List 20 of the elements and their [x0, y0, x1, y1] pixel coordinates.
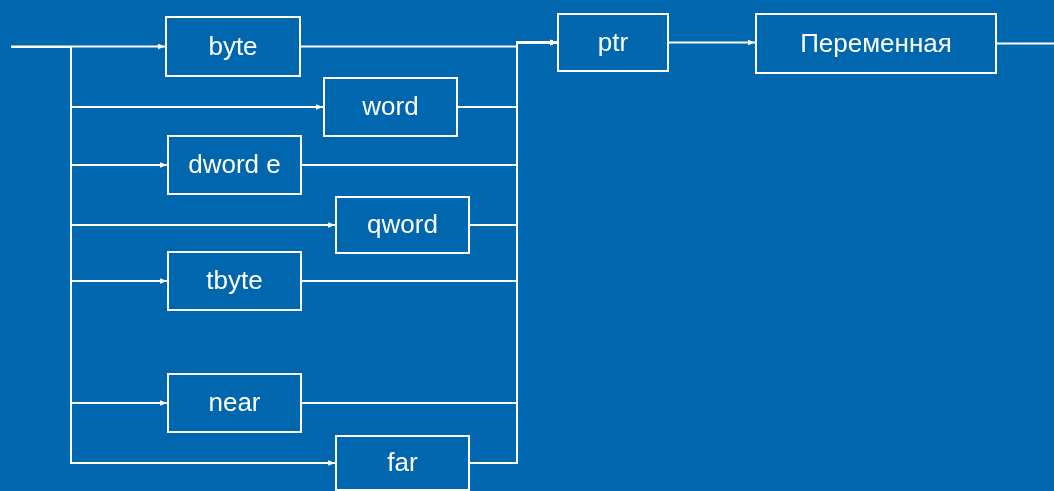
process-box	[323, 77, 458, 137]
process-box	[167, 135, 302, 195]
process-box	[755, 13, 997, 74]
process-box	[557, 13, 669, 72]
box-label: Переменная	[799, 29, 953, 58]
process-box	[167, 251, 302, 311]
box-label: qword	[366, 211, 439, 239]
box-label: tbyte	[205, 267, 264, 295]
process-box	[335, 196, 470, 254]
process-box	[167, 373, 302, 433]
process-box	[165, 16, 301, 77]
connector-arrow	[668, 39, 756, 46]
box-label: byte	[207, 32, 259, 61]
box-label: far	[386, 449, 419, 477]
box-label: word	[361, 93, 420, 121]
box-label: dword e	[187, 151, 282, 179]
process-box	[335, 435, 470, 491]
box-label: ptr	[596, 28, 630, 57]
box-label: near	[207, 389, 262, 417]
connector-arrow	[10, 46, 336, 466]
